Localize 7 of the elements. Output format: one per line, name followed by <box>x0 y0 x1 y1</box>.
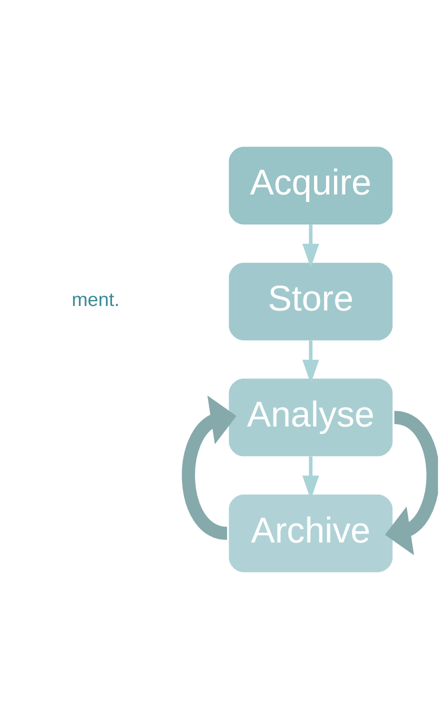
label: ment. <box>71 290 120 311</box>
node-box: Store <box>228 262 392 340</box>
node-box: Acquire <box>228 146 392 224</box>
node-box: Archive <box>228 494 392 572</box>
node-box: Analyse <box>228 378 392 456</box>
arrow <box>302 456 319 500</box>
arrow <box>302 224 319 268</box>
